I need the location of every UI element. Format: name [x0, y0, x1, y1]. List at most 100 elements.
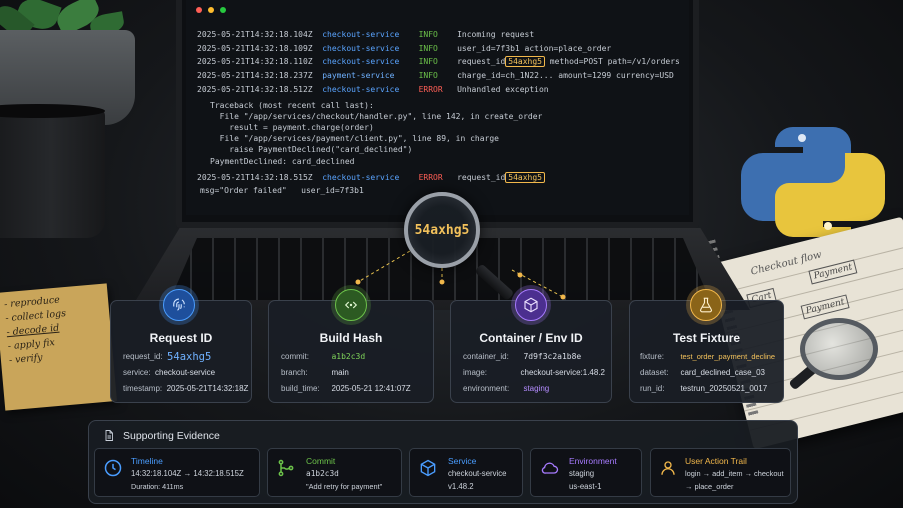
evidence-service[interactable]: Service checkout-service v1.48.2 [409, 448, 523, 497]
card-row: container_id: 7d9f3c2a1b8e [463, 349, 605, 365]
evidence-title: Supporting Evidence [123, 429, 220, 442]
evidence-item-title: Environment [569, 456, 617, 466]
row-value: a1b2c3d [331, 352, 366, 361]
card-request-id[interactable]: Request ID request_id: 54axhg5 service: … [110, 285, 252, 403]
magnifier-lens: 54axhg5 [404, 192, 480, 268]
user-trail-line: login → add_item → checkout [685, 469, 784, 478]
flask-icon [699, 297, 713, 313]
card-row: build_time: 2025-05-21 12:41:07Z [281, 381, 427, 397]
evidence-user-trail[interactable]: User Action Trail login → add_item → che… [650, 448, 791, 497]
traceback-line: File "/app/services/payment/client.py", … [210, 134, 499, 143]
log-timestamp: 2025-05-21T14:32:18.512Z [197, 85, 313, 94]
card-title: Test Fixture [672, 331, 741, 345]
coffee-mug [0, 108, 105, 238]
evidence-environment[interactable]: Environment staging us-east-1 [530, 448, 642, 497]
connector-dot [560, 294, 566, 300]
row-key: container_id: [463, 352, 509, 361]
card-title: Request ID [149, 331, 213, 345]
log-message: user_id=7f3b1 action=place_order [457, 44, 612, 53]
log-service: checkout-service [322, 173, 400, 182]
log-line: 2025-05-21T14:32:18.237Z payment-service… [197, 71, 674, 81]
card-container-env[interactable]: Container / Env ID container_id: 7d9f3c2… [450, 285, 612, 403]
timeline-duration: Duration: 411ms [131, 482, 184, 491]
traceback-line: raise PaymentDeclined("card_declined") [210, 145, 413, 154]
connector-line-build [357, 247, 416, 283]
cloud-icon [541, 462, 559, 474]
close-dot-icon[interactable] [196, 7, 202, 13]
log-message: Incoming request [457, 30, 535, 39]
card-build-hash[interactable]: Build Hash commit: a1b2c3d branch: main … [268, 285, 434, 403]
log-message: request_id [457, 57, 506, 66]
log-service: checkout-service [322, 57, 400, 66]
log-service: checkout-service [322, 44, 400, 53]
traceback-line: PaymentDeclined: card_declined [210, 157, 355, 166]
row-value: card_declined_case_03 [680, 368, 765, 377]
log-message: method=POST path=/v1/orders [544, 57, 680, 66]
log-service: checkout-service [322, 85, 400, 94]
clock-icon [104, 459, 122, 477]
row-value: checkout-service [155, 368, 216, 377]
service-version: v1.48.2 [448, 482, 474, 491]
card-row: environment: staging [463, 381, 605, 397]
log-timestamp: 2025-05-21T14:32:18.110Z [197, 57, 313, 66]
card-row: service: checkout-service [123, 365, 245, 381]
log-level: ERROR [418, 173, 443, 182]
user-trail-line: → place_order [685, 482, 734, 491]
build-badge [331, 285, 371, 325]
log-message: charge_id=ch_1N22... amount=1299 currenc… [457, 71, 674, 80]
maximize-dot-icon[interactable] [220, 7, 226, 13]
card-row: run_id: testrun_20250521_0017 [640, 381, 777, 397]
card-rows: container_id: 7d9f3c2a1b8e image: checko… [463, 349, 605, 397]
evidence-header: Supporting Evidence [103, 429, 220, 442]
card-row: fixture: test_order_payment_decline [640, 349, 777, 365]
window-controls [196, 7, 226, 13]
log-timestamp: 2025-05-21T14:32:18.515Z [197, 173, 313, 182]
card-rows: commit: a1b2c3d branch: main build_time:… [281, 349, 427, 397]
timeline-range: 14:32:18.104Z → 14:32:18.515Z [131, 469, 244, 478]
request-id-highlight[interactable]: 54axhg5 [505, 56, 545, 67]
evidence-commit[interactable]: Commit a1b2c3d "Add retry for payment" [267, 448, 402, 497]
coffee-mug-rim [0, 104, 105, 118]
log-message: request_id [457, 173, 506, 182]
minimize-dot-icon[interactable] [208, 7, 214, 13]
connector-dot [355, 279, 361, 285]
card-title: Build Hash [319, 331, 383, 345]
user-icon [661, 461, 675, 475]
row-key: timestamp: [123, 384, 163, 393]
supporting-evidence-panel: Supporting Evidence Timeline 14:32:18.10… [88, 420, 798, 504]
connector-line-container [511, 269, 564, 298]
evidence-item-title: Commit [306, 456, 336, 466]
log-service: checkout-service [322, 30, 400, 39]
traceback-line: File "/app/services/checkout/handler.py"… [210, 112, 543, 121]
log-level: INFO [418, 71, 438, 80]
environment-region: us-east-1 [569, 482, 602, 491]
commit-hash: a1b2c3d [306, 469, 339, 478]
row-key: service: [123, 368, 151, 377]
connector-dot [439, 279, 445, 285]
card-row: timestamp: 2025-05-21T14:32:18Z [123, 381, 248, 397]
row-value: test_order_payment_decline [680, 352, 776, 361]
desk-magnifier [800, 318, 878, 380]
traceback-line: Traceback (most recent call last): [210, 101, 374, 110]
card-title: Container / Env ID [479, 331, 583, 345]
card-row: dataset: card_declined_case_03 [640, 365, 777, 381]
log-timestamp: 2025-05-21T14:32:18.237Z [197, 71, 313, 80]
terminal-window: 2025-05-21T14:32:18.104Z checkout-servic… [186, 0, 689, 215]
commit-message: "Add retry for payment" [306, 482, 383, 491]
evidence-item-title: User Action Trail [685, 456, 747, 466]
log-level: INFO [418, 44, 438, 53]
evidence-item-title: Timeline [131, 456, 163, 466]
log-timestamp: 2025-05-21T14:32:18.104Z [197, 30, 313, 39]
row-key: run_id: [640, 384, 665, 393]
card-test-fixture[interactable]: Test Fixture fixture: test_order_payment… [629, 285, 784, 403]
evidence-timeline[interactable]: Timeline 14:32:18.104Z → 14:32:18.515Z D… [94, 448, 260, 497]
row-value: main [331, 368, 349, 377]
row-value: staging [523, 384, 550, 393]
log-line: 2025-05-21T14:32:18.104Z checkout-servic… [197, 30, 534, 40]
card-row: image: checkout-service:1.48.2 [463, 365, 605, 381]
card-row: request_id: 54axhg5 [123, 349, 245, 365]
request-id-highlight[interactable]: 54axhg5 [505, 172, 545, 183]
row-key: branch: [281, 368, 308, 377]
evidence-item-title: Service [448, 456, 477, 466]
